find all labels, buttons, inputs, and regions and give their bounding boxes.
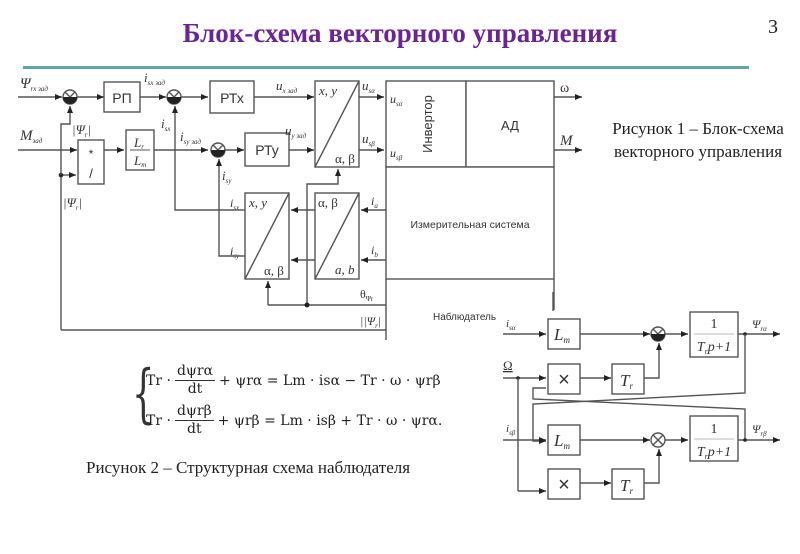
figure1-vector-control: Ψrx зад РП isx зад РТх ux зад Mзад * / (18, 70, 582, 340)
title-divider (23, 66, 749, 69)
xy-ab-bottom-label: α, β (335, 151, 355, 166)
summing-junction-alpha (650, 326, 666, 342)
summing-junction-beta (650, 432, 666, 448)
multdiv-bottom-label: / (89, 166, 93, 181)
label-ia: ia (371, 194, 378, 210)
multiply-divide-block (77, 139, 105, 185)
label-abs-psi-3: ||Ψr| (360, 314, 381, 330)
lr-label: Lr (133, 135, 144, 151)
label-abs-psi-2: |Ψr| (63, 195, 82, 212)
label-psi-rb: Ψrβ (752, 422, 767, 438)
tf-alpha-num: 1 (711, 317, 718, 332)
rty-label: РТу (255, 142, 278, 158)
figure1-caption: Рисунок 1 – Блок-схема векторного управл… (612, 119, 784, 161)
label-ib: ib (371, 243, 378, 259)
motor-label: АД (501, 118, 519, 133)
figure2-caption: Рисунок 2 – Структурная схема наблюдател… (86, 458, 411, 477)
label-psi-ra: Ψrα (752, 317, 767, 333)
mult-beta-label: × (558, 474, 570, 496)
observer-label: Наблюдатель (433, 311, 496, 323)
eq2-lhs-rest: + ψrβ = (217, 412, 276, 429)
eq2-coef: Tr · (146, 412, 171, 429)
xy-ab-top-label: x, y (318, 83, 337, 98)
tr-alpha-label: Tr (620, 371, 633, 391)
equation-row-2: Tr · dψrβ dt + ψrβ = Lm · isβ + Tr · ω ·… (146, 403, 442, 438)
ab-xy-top-label: x, y (248, 195, 267, 210)
multdiv-top-label: * (89, 147, 94, 161)
label-isx: isx (161, 116, 171, 133)
rtx-label: РТх (220, 90, 244, 106)
tr-gain-alpha (611, 363, 645, 395)
ab-abc-bottom-label: a, b (335, 262, 355, 277)
lm-gain-alpha (547, 318, 581, 350)
eq2-frac-num: dψrβ (174, 403, 214, 421)
inverter-label: Инвертор (420, 95, 435, 153)
label-usb-out: usβ (362, 131, 375, 148)
label-uy-ref: uy зад (285, 123, 307, 140)
rp-label: РП (112, 90, 131, 106)
label-ux-ref: ux зад (276, 78, 298, 95)
lm-beta-label: Lm (553, 431, 570, 451)
tr-gain-beta (611, 468, 645, 500)
equation-brace: { (132, 357, 155, 431)
label-abs-psi-1: |Ψr| (72, 122, 91, 139)
label-isa: isα (506, 318, 516, 332)
eq1-coef: Tr · (146, 372, 171, 389)
eq1-fraction: dψrα dt (174, 363, 216, 398)
lm-alpha-label: Lm (553, 325, 570, 345)
label-torque: M (559, 133, 574, 149)
label-omega-obs: Ω (503, 358, 513, 373)
eq2-rhs: Lm · isβ + Tr · ω · ψrα. (280, 412, 443, 429)
label-isb: isβ (506, 423, 516, 437)
summing-junction-flux (62, 89, 78, 105)
rtx-block (209, 80, 255, 114)
tf-beta-num: 1 (711, 422, 718, 437)
multiplier-beta (547, 468, 581, 500)
inverter-block (385, 80, 467, 168)
tf-alpha-den: Trp+1 (697, 340, 731, 356)
mult-alpha-label: × (558, 369, 570, 391)
measurement-system-block (385, 166, 555, 280)
label-m-ref: Mзад (19, 128, 43, 145)
label-usa-out: usα (362, 78, 375, 95)
equation-row-1: Tr · dψrα dt + ψrα = Lm · isα − Tr · ω ·… (146, 363, 441, 398)
label-omega: ω (560, 81, 569, 96)
eq2-fraction: dψrβ dt (174, 403, 214, 438)
multiplier-alpha (547, 363, 581, 395)
induction-motor-block (465, 80, 555, 168)
label-theta: θΨr (360, 287, 374, 303)
page-number: 3 (768, 16, 778, 38)
label-isy-fb: isy (230, 244, 240, 260)
tf-beta-den: Trp+1 (697, 445, 731, 461)
tr-beta-label: Tr (620, 476, 633, 496)
ab-xy-bottom-label: α, β (264, 263, 284, 278)
page-title: Блок-схема векторного управления (182, 18, 618, 48)
figure2-observer: isα Lm 1 Trp+1 Ψrα Ω × Tr isβ (503, 292, 780, 500)
measurement-label: Измерительная система (410, 219, 529, 231)
summing-junction-isy (210, 142, 226, 158)
label-usa-in: usα (390, 92, 403, 108)
label-isy: isy (222, 168, 232, 185)
rp-block (103, 81, 141, 113)
eq1-frac-num: dψrα (174, 363, 216, 381)
label-isx-fb: isx (230, 196, 240, 212)
summing-junction-isx (166, 89, 182, 105)
label-psi-ref: Ψrx зад (20, 76, 48, 93)
lm-gain-beta (547, 424, 581, 456)
eq2-frac-den: dt (187, 421, 202, 437)
lm-label: Lm (133, 153, 146, 169)
label-isy-ref: isy зад (180, 129, 201, 146)
eq1-lhs-rest: + ψrα = (219, 372, 279, 389)
label-usb-in: usβ (390, 146, 403, 162)
ab-abc-top-label: α, β (318, 195, 338, 210)
eq1-rhs: Lm · isα − Tr · ω · ψrβ (282, 372, 441, 389)
eq1-frac-den: dt (187, 381, 203, 397)
label-isx-ref: isx зад (144, 70, 165, 87)
